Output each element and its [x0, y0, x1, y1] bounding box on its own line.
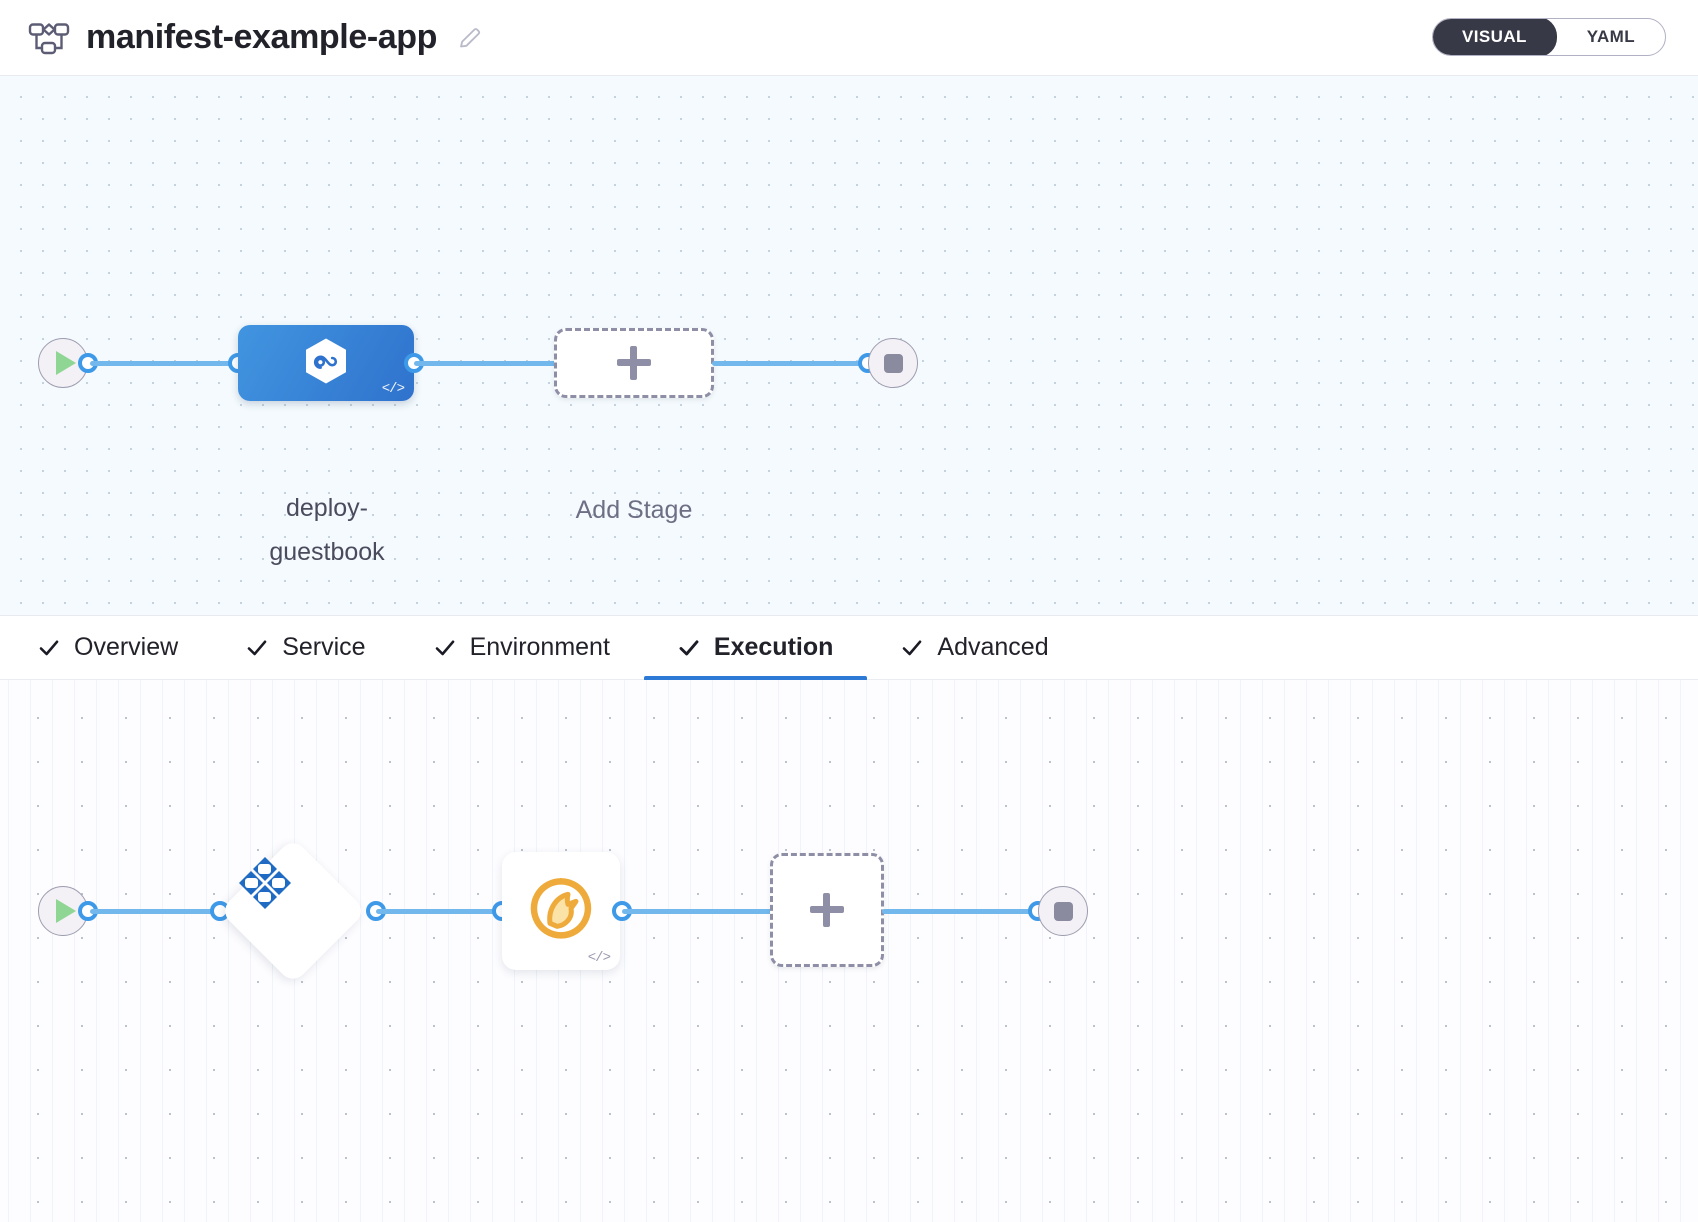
add-step-button[interactable]: [770, 853, 884, 967]
stage-graph-canvas[interactable]: </> deploy- guestbook Add Stage: [0, 76, 1698, 616]
edge-add-to-end: [712, 361, 872, 366]
stage-node-deploy-guestbook[interactable]: </>: [238, 325, 414, 401]
pencil-icon[interactable]: [457, 25, 483, 51]
step-node-k8s-canary-deploy[interactable]: </>: [502, 852, 620, 970]
tab-execution[interactable]: Execution: [643, 616, 868, 681]
tab-environment[interactable]: Environment: [400, 616, 644, 680]
execution-row: HarnessApprov al_1 </> K8sCanaryDepl oy_…: [0, 680, 1698, 1222]
plus-icon: [617, 346, 651, 380]
check-icon: [678, 637, 700, 659]
stage-config-tabs[interactable]: Overview Service Environment: [0, 616, 1698, 681]
edge-canary-to-add-step: [622, 909, 772, 914]
tab-advanced[interactable]: Advanced: [867, 616, 1082, 680]
tab-service-label: Service: [282, 633, 366, 661]
tab-advanced-label: Advanced: [937, 633, 1049, 661]
stop-icon: [883, 353, 903, 373]
harness-cd-hexagon-icon: [303, 337, 349, 387]
check-icon: [246, 637, 268, 659]
edge-stage-to-add: [414, 361, 562, 366]
header-left-group: manifest-example-app: [0, 18, 483, 57]
stop-icon: [1053, 901, 1073, 921]
add-stage-button[interactable]: [554, 328, 714, 398]
edge-approval-to-canary: [376, 909, 504, 914]
harness-bird-icon: [528, 875, 594, 941]
toggle-option-yaml[interactable]: YAML: [1586, 27, 1635, 46]
exec-start-node[interactable]: [38, 886, 88, 936]
tab-overview[interactable]: Overview: [4, 616, 212, 680]
stage-yaml-badge: </>: [381, 381, 405, 397]
edge-start-to-approval: [90, 909, 220, 914]
pipeline-icon: [28, 21, 70, 55]
page-title: manifest-example-app: [86, 18, 437, 56]
step-yaml-badge: </>: [587, 950, 611, 966]
add-stage-label: Add Stage: [575, 496, 693, 524]
stage-end-node[interactable]: [868, 338, 918, 388]
header-bar: manifest-example-app VISUAL YAML: [0, 0, 1698, 76]
execution-graph-canvas[interactable]: HarnessApprov al_1 </> K8sCanaryDepl oy_…: [0, 680, 1698, 1222]
step-node-harness-approval[interactable]: [219, 837, 367, 985]
edge-start-to-stage: [90, 361, 252, 366]
plus-icon: [810, 893, 844, 927]
toggle-option-visual[interactable]: VISUAL: [1433, 19, 1557, 55]
edge-add-step-to-end: [882, 909, 1034, 914]
tab-overview-label: Overview: [74, 633, 179, 661]
exec-end-node[interactable]: [1038, 886, 1088, 936]
play-icon: [56, 899, 76, 923]
check-icon: [38, 637, 60, 659]
tab-execution-label: Execution: [713, 633, 834, 661]
tab-environment-label: Environment: [469, 633, 610, 661]
stage-node-label: deploy- guestbook: [269, 494, 385, 566]
stage-row: </> deploy- guestbook Add Stage: [0, 76, 1698, 615]
check-icon: [434, 637, 456, 659]
tab-service[interactable]: Service: [212, 616, 399, 680]
play-icon: [56, 351, 76, 375]
check-icon: [901, 637, 923, 659]
visual-yaml-toggle[interactable]: VISUAL YAML: [1432, 18, 1666, 56]
